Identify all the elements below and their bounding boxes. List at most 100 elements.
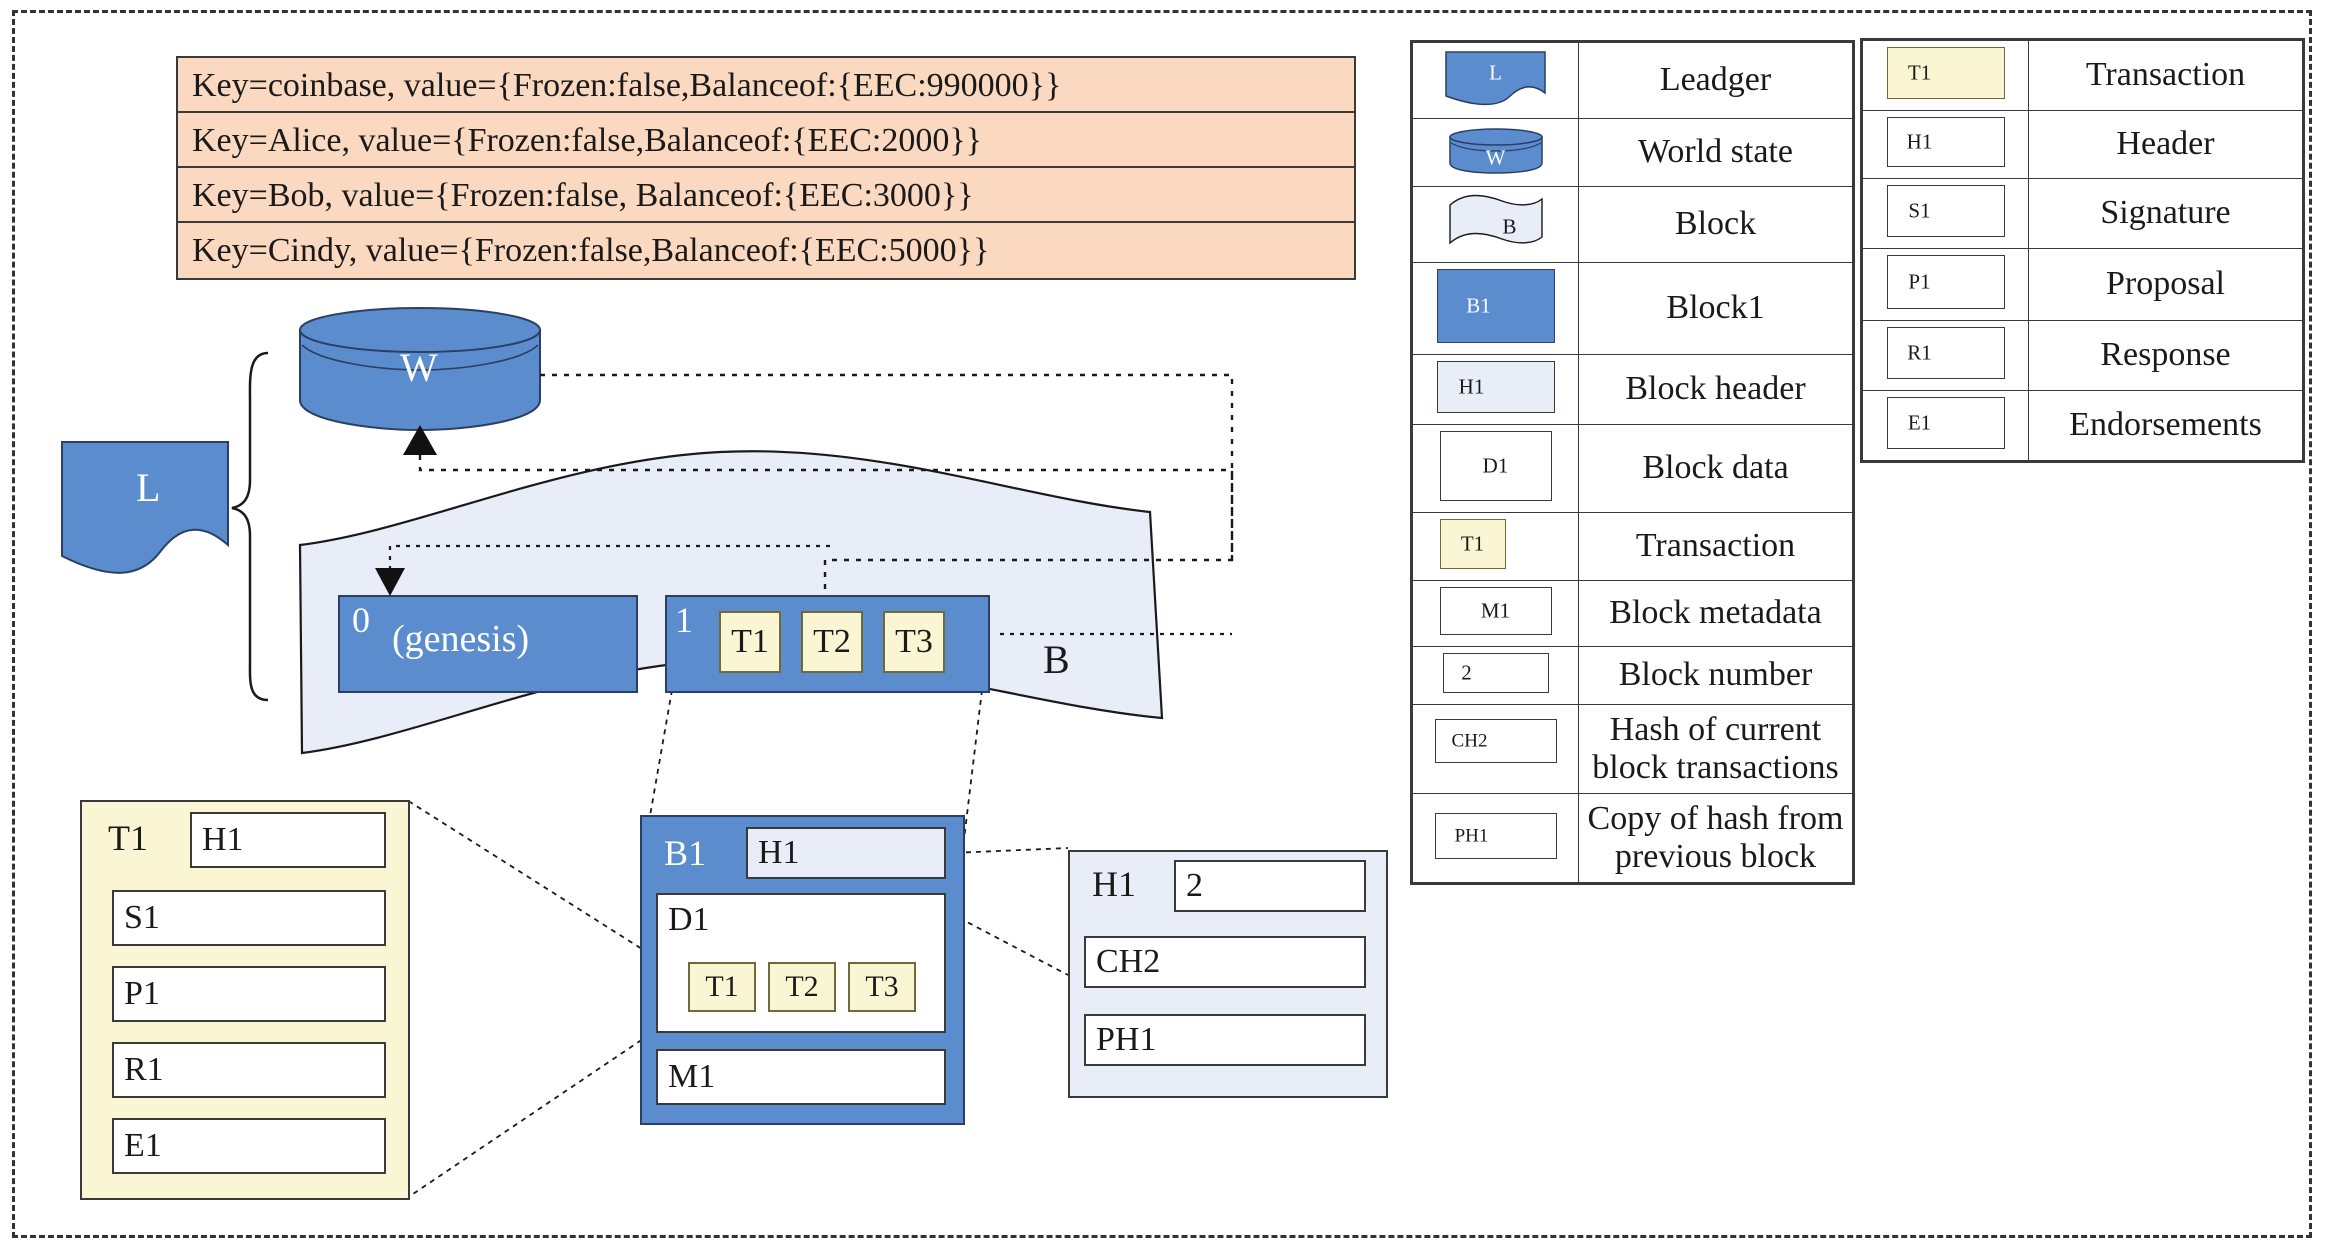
legend-icon-cell: 2 [1412,646,1579,705]
block-1-tx: T1 [719,611,781,673]
legend-text: Block [1578,186,1853,263]
legend-icon-cell: T1 [1862,40,2029,111]
legend-row: W World state [1412,118,1853,187]
transaction-detail-card: T1 H1 S1 P1 R1 E1 [80,800,410,1200]
legend-row: T1 Transaction [1412,512,1853,581]
block-number-slot: 2 [1174,860,1366,912]
legend-text: Header [2028,110,2303,179]
legend-icon-cell: B1 [1412,262,1579,355]
legend-row: P1 Proposal [1862,248,2303,321]
legend-icon-label: PH1 [1454,825,1489,847]
transaction-card-title: T1 [108,818,148,858]
genesis-block-name: (genesis) [392,618,530,660]
block-header-slot: H1 [746,827,946,879]
legend-text: Proposal [2028,248,2303,321]
legend-text: Signature [2028,178,2303,249]
legend-row: R1 Response [1862,320,2303,391]
legend-row: M1 Block metadata [1412,580,1853,647]
world-state-label: W [400,345,438,390]
kv-row: Key=Cindy, value={Frozen:false,Balanceof… [192,232,990,269]
white-rect-icon: E1 [1886,397,2005,449]
yellow-rect-icon: T1 [1439,519,1506,569]
legend-row: L Leadger [1412,42,1853,119]
block-metadata-slot: M1 [656,1049,946,1105]
legend-icon-cell: H1 [1412,354,1579,425]
block-1-tx: T3 [883,611,945,673]
legend-icon-label: L [1489,60,1502,85]
white-rect-icon: CH2 [1434,719,1557,763]
legend-text: Response [2028,320,2303,391]
kv-row: Key=Bob, value={Frozen:false, Balanceof:… [178,168,1354,223]
legend-icon-cell: D1 [1412,424,1579,513]
block-card-tx: T1 [688,962,756,1012]
transaction-header-slot: H1 [190,812,386,868]
legend-icon-label: M1 [1480,598,1511,623]
legend-icon-label: T1 [1907,60,1932,85]
legend-text: Block data [1578,424,1853,513]
block-detail-card: B1 H1 D1 T1 T2 T3 M1 [640,815,965,1125]
white-rect-icon: D1 [1439,431,1552,501]
legend-text: Hash of current block transactions [1578,703,1853,795]
transaction-endorsements-slot: E1 [112,1118,386,1174]
legend-text: Leadger [1578,42,1853,119]
header-detail-card: H1 2 CH2 PH1 [1068,850,1388,1098]
legend-icon-cell: S1 [1862,178,2029,249]
legend-icon-cell: E1 [1862,390,2029,461]
legend-icon-label: B1 [1466,293,1491,318]
white-rect-icon: S1 [1886,185,2005,237]
legend-row: S1 Signature [1862,178,2303,249]
block-card-title: B1 [664,833,707,873]
transaction-signature-slot: S1 [112,890,386,946]
legend-text: Endorsements [2028,390,2303,461]
kv-row: Key=coinbase, value={Frozen:false,Balanc… [178,58,1354,113]
legend-icon-label: H1 [1458,374,1485,399]
legend-icon-cell: T1 [1412,512,1579,581]
cylinder-shape-icon: W [1446,125,1546,175]
legend-text: Transaction [1578,512,1853,581]
legend-row: E1 Endorsements [1862,390,2303,461]
yellow-rect-icon: T1 [1886,47,2005,99]
block-data-label: D1 [668,901,710,938]
block-1-number: 1 [675,600,693,640]
current-hash-slot: CH2 [1084,936,1366,988]
legend-table-right: T1 Transaction H1 Header [1860,38,2305,463]
legend-icon-cell: M1 [1412,580,1579,647]
legend-row: H1 Header [1862,110,2303,179]
legend-icon-cell: CH2 [1412,703,1579,795]
ledger-label: L [136,465,161,510]
legend-icon-label: 2 [1461,660,1472,685]
legend-icon-cell: W [1412,118,1579,187]
world-state-kv-table: Key=coinbase, value={Frozen:false,Balanc… [176,56,1356,280]
wave-shape-icon: B [1446,193,1546,251]
block-card-tx: T2 [768,962,836,1012]
previous-hash-slot: PH1 [1084,1014,1366,1066]
legend-icon-label: CH2 [1451,730,1488,752]
legend-icon-cell: H1 [1862,110,2029,179]
legend-text: Block metadata [1578,580,1853,647]
block-1-tx: T2 [801,611,863,673]
legend-icon-label: W [1485,145,1506,170]
genesis-block-number: 0 [352,600,370,640]
legend-text: Block number [1578,646,1853,705]
legend-text: Copy of hash from previous block [1578,793,1853,884]
header-card-title: H1 [1092,864,1136,904]
legend-icon-cell: P1 [1862,248,2029,321]
legend-row: CH2 Hash of current block transactions [1412,703,1853,795]
legend-row: 2 Block number [1412,646,1853,705]
legend-icon-cell: B [1412,186,1579,263]
transaction-proposal-slot: P1 [112,966,386,1022]
legend-icon-label: D1 [1482,453,1509,478]
legend-text: World state [1578,118,1853,187]
legend-icon-label: R1 [1907,340,1932,365]
legend-icon-label: E1 [1907,410,1932,435]
legend-icon-label: B [1502,214,1517,239]
diagram-outer-border [12,10,2312,1238]
legend-row: T1 Transaction [1862,40,2303,111]
legend-icon-label: T1 [1460,531,1485,556]
ledger-shape-icon: L [1443,49,1548,107]
white-rect-icon: H1 [1886,117,2005,167]
kv-row: Key=Alice, value={Frozen:false,Balanceof… [178,113,1354,168]
blue-rect-icon: B1 [1436,269,1555,343]
legend-text: Block header [1578,354,1853,425]
